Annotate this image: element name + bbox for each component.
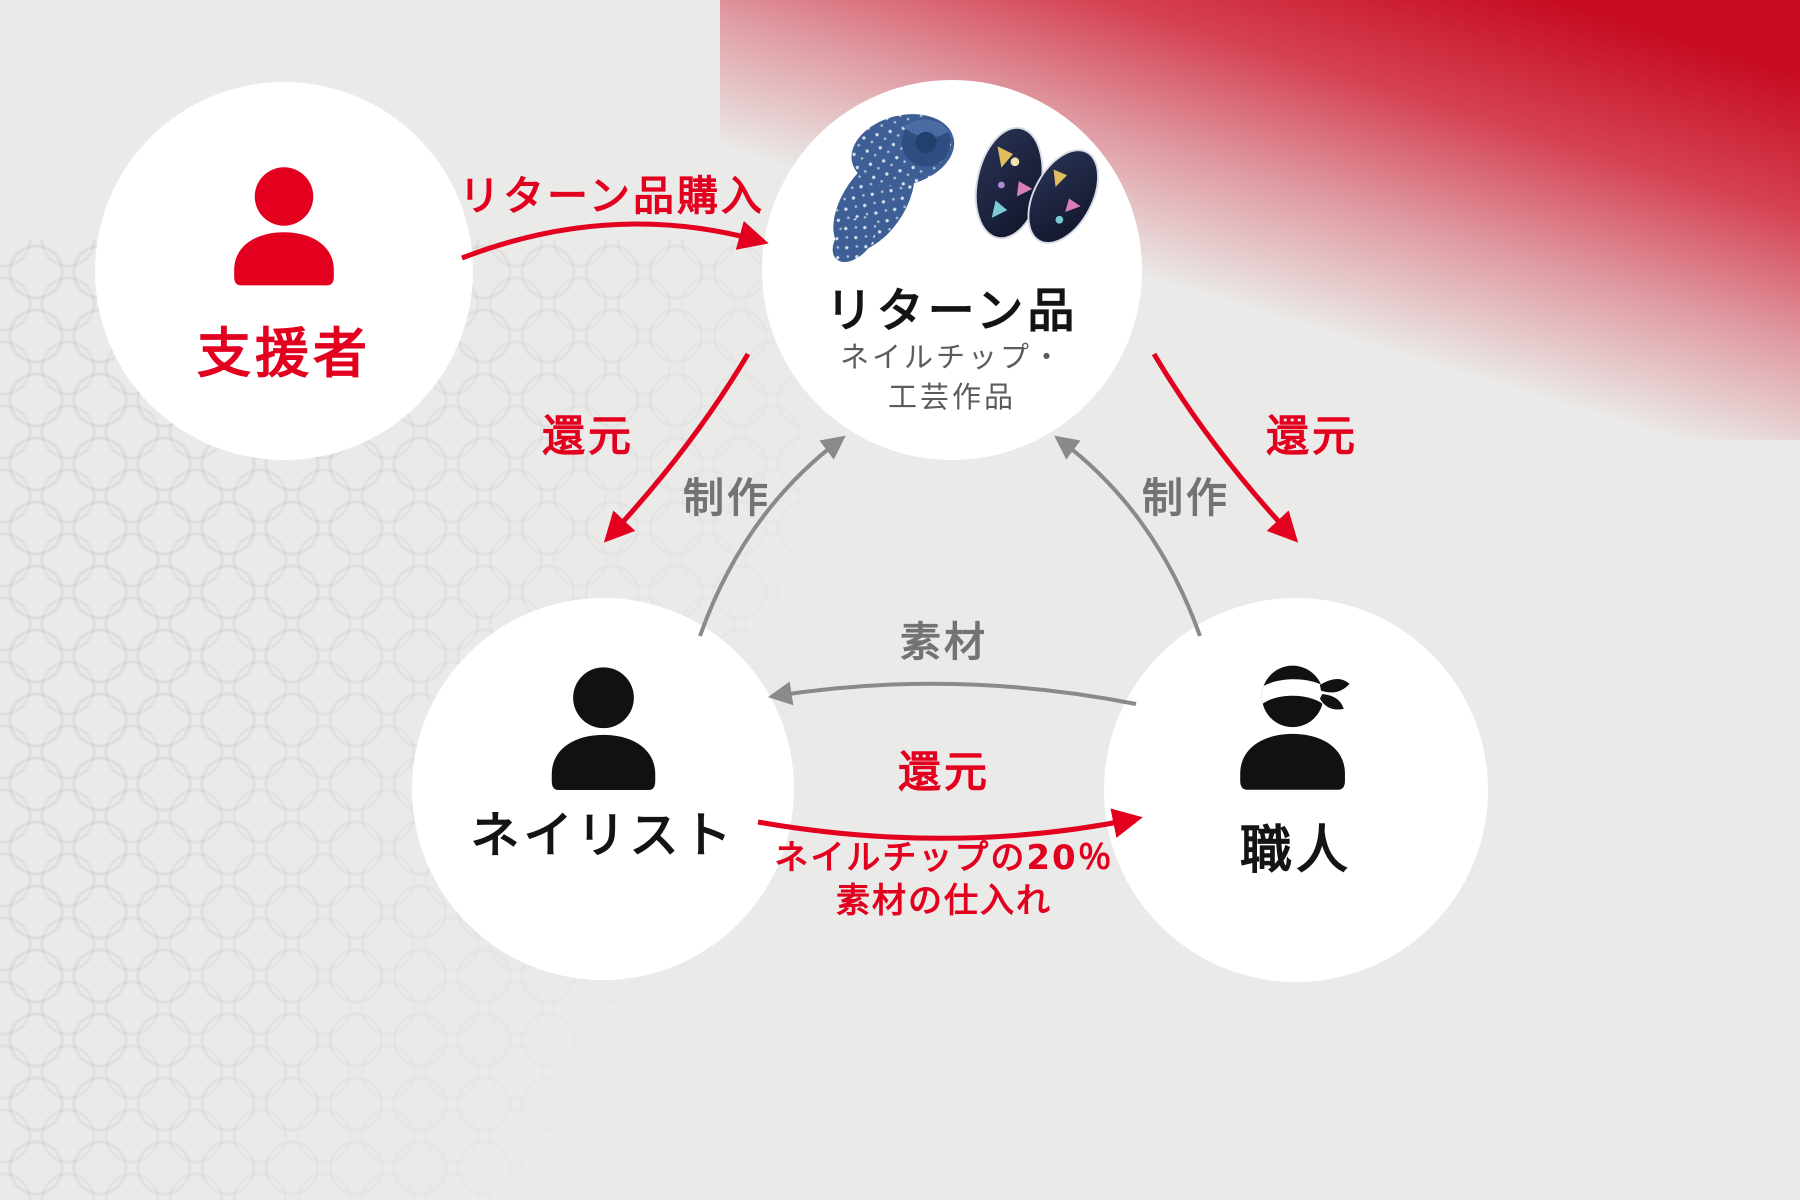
return-item-subtitle-1: ネイルチップ・ (839, 340, 1064, 374)
node-supporter: 支援者 (95, 82, 473, 460)
return-item-subtitle-2: 工芸作品 (887, 380, 1016, 414)
nailist-label: ネイリスト (470, 806, 736, 864)
craftsman-label: 職人 (1239, 820, 1352, 881)
node-nailist: ネイリスト (412, 598, 794, 980)
craftsman-person-icon (1240, 665, 1350, 790)
edge-label-return-left: 還元 (542, 412, 634, 462)
scarf-illustration (832, 114, 955, 262)
edge-label-purchase: リターン品購入 (459, 172, 765, 220)
edge-label-return-right: 還元 (1266, 412, 1358, 462)
edge-label-produce-left: 制作 (683, 474, 771, 522)
node-craftsman: 職人 (1104, 598, 1488, 982)
arrow-material (767, 681, 1137, 706)
edge-note-line1: ネイルチップの20％ (774, 838, 1114, 878)
node-return-item: リターン品 ネイルチップ・ 工芸作品 (762, 80, 1142, 460)
edge-label-return-bottom: 還元 (898, 748, 990, 798)
edge-label-produce-right: 制作 (1142, 474, 1230, 522)
nailist-person-icon (551, 667, 656, 790)
return-item-title: リターン品 (825, 284, 1079, 339)
edge-note-line2: 素材の仕入れ (836, 881, 1052, 921)
edge-label-material: 素材 (900, 618, 988, 666)
supporter-person-icon (234, 167, 334, 286)
nail-chips-illustration (974, 126, 1099, 244)
supporter-label: 支援者 (197, 321, 371, 385)
return-item-photo (832, 114, 1099, 262)
